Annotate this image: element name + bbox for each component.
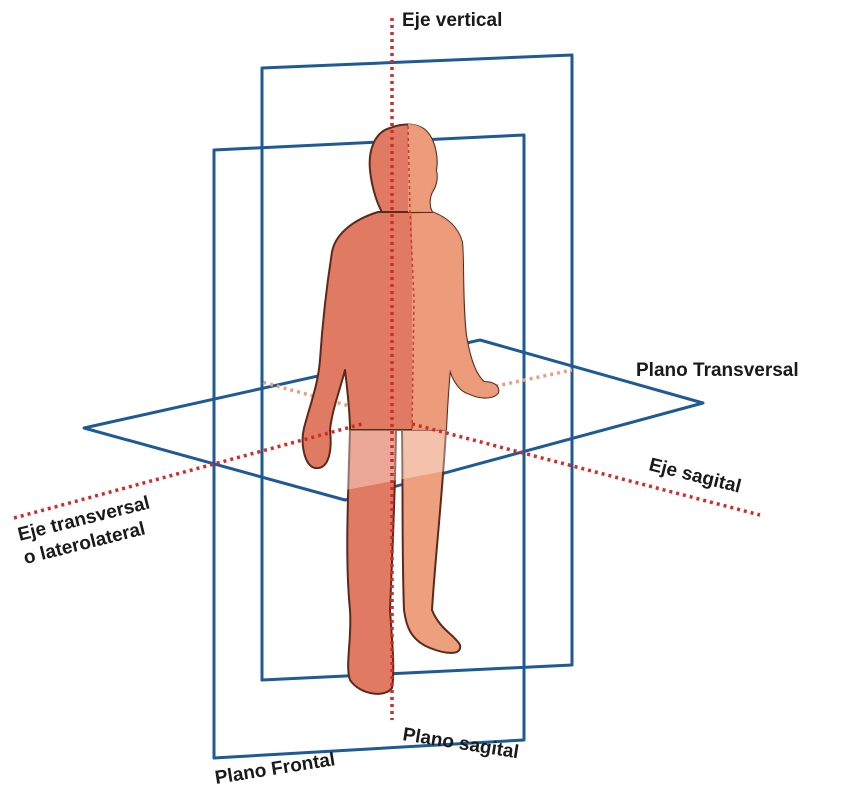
label-plano-sagital: Plano sagital <box>401 724 520 763</box>
label-eje-vertical: Eje vertical <box>402 10 502 31</box>
label-plano-transversal: Plano Transversal <box>636 360 799 381</box>
label-eje-sagital: Eje sagital <box>647 454 743 497</box>
right-leg <box>401 429 462 654</box>
sagittal-axis-back <box>261 380 409 424</box>
torso <box>301 211 500 470</box>
body-midline <box>407 125 415 431</box>
torso-light-half <box>412 212 499 430</box>
lower-body-overlay <box>346 430 452 490</box>
head-light-half <box>408 124 437 212</box>
human-figure <box>301 123 500 695</box>
label-eje-transversal-group: Eje transversal o laterolateral <box>16 493 152 569</box>
